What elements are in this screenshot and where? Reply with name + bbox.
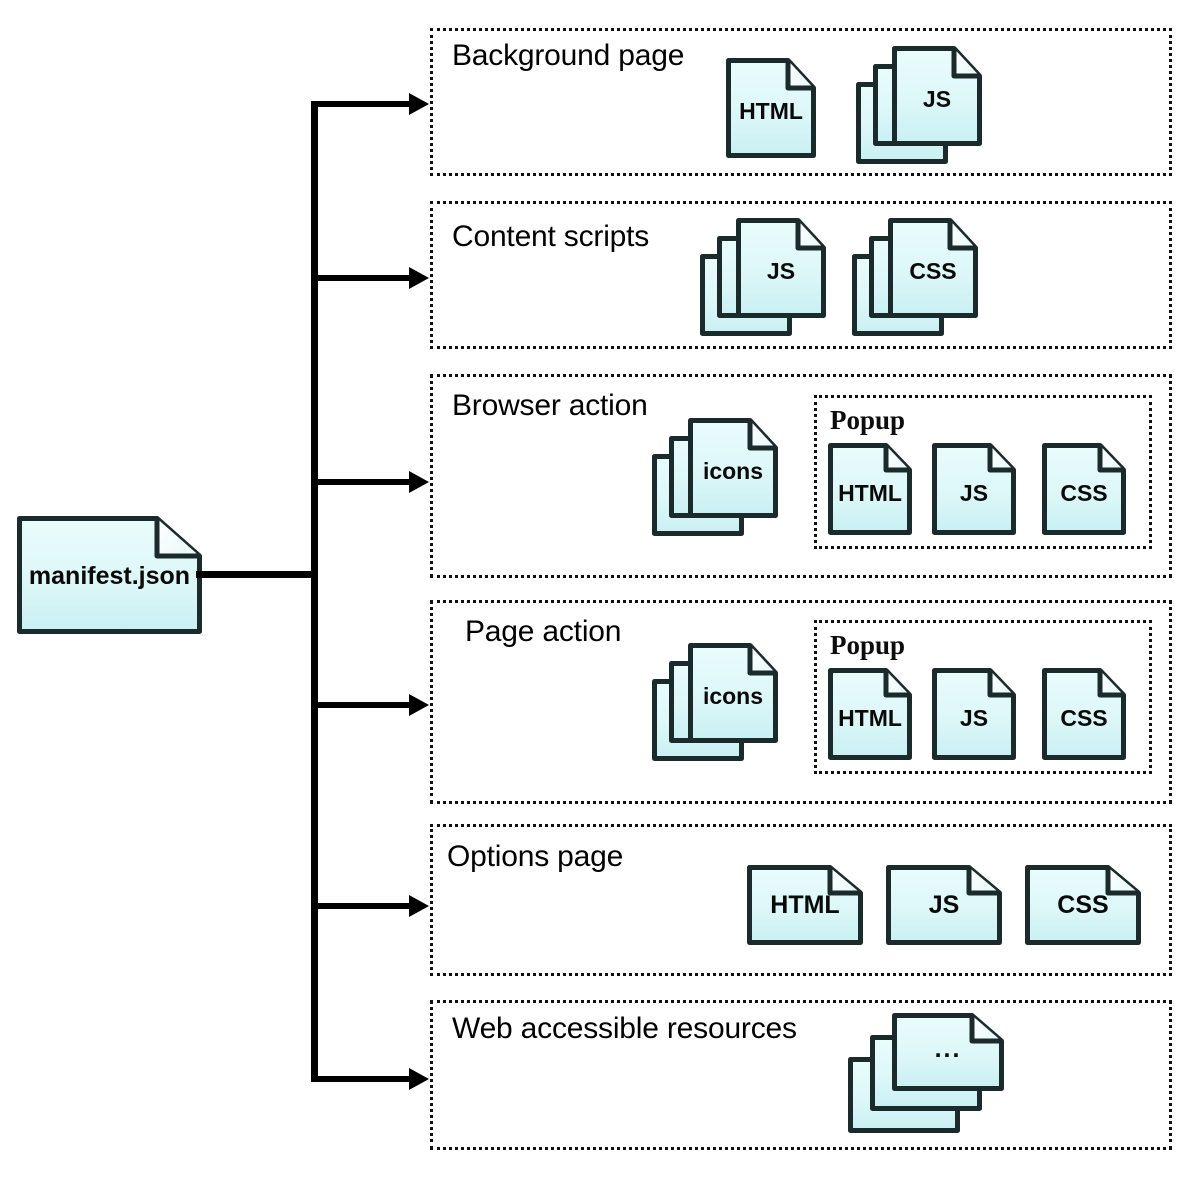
connector-branch-content-scripts (311, 275, 421, 281)
connector-branch-page-action (311, 702, 421, 708)
connector-branch-web-accessible-resources (311, 1076, 421, 1082)
connector-branch-options-page (311, 903, 421, 909)
connector-branch-browser-action (311, 479, 421, 485)
stack-sheet-front: icons (688, 643, 778, 743)
file-stack-css-content[interactable]: CSS (852, 218, 978, 336)
section-web-accessible-resources[interactable] (430, 1000, 1172, 1150)
manifest-json-node[interactable]: manifest.json (17, 516, 202, 634)
arrow-web-accessible-resources (409, 1068, 429, 1090)
file-icon-popup-html-page[interactable]: HTML (828, 668, 912, 760)
file-icon-popup-css-browser[interactable]: CSS (1042, 443, 1126, 535)
popup-box-page-action[interactable] (814, 620, 1152, 774)
stack-sheet-front: icons (688, 418, 778, 518)
arrow-browser-action (409, 471, 429, 493)
file-icon-popup-js-browser[interactable]: JS (932, 443, 1016, 535)
popup-box-browser-action[interactable] (814, 395, 1152, 549)
file-stack-icons-page[interactable]: icons (652, 643, 778, 761)
popup-title-page-action: Popup (830, 630, 906, 660)
file-stack-js[interactable]: JS (856, 46, 982, 164)
section-title-browser-action: Browser action (452, 389, 648, 422)
connector-branch-background-page (311, 101, 421, 107)
file-icon-popup-js-page[interactable]: JS (932, 668, 1016, 760)
popup-title-browser-action: Popup (830, 405, 906, 435)
connector-trunk (311, 101, 318, 1082)
section-title-background-page: Background page (452, 39, 685, 72)
file-icon-options-css[interactable]: CSS (1025, 865, 1141, 945)
file-icon-popup-html-browser[interactable]: HTML (828, 443, 912, 535)
section-title-options-page: Options page (447, 840, 624, 873)
section-title-web-accessible-resources: Web accessible resources (452, 1012, 797, 1045)
section-title-content-scripts: Content scripts (452, 220, 650, 253)
stack-sheet-front: JS (736, 218, 826, 318)
arrow-content-scripts (409, 267, 429, 289)
stack-sheet-front: CSS (888, 218, 978, 318)
arrow-options-page (409, 895, 429, 917)
arrow-page-action (409, 694, 429, 716)
file-stack-js-content[interactable]: JS (700, 218, 826, 336)
stack-sheet-front: ... (892, 1013, 1004, 1091)
file-stack-web-resources[interactable]: ... (848, 1013, 1004, 1133)
connector-root-stub (196, 571, 318, 578)
file-icon-html[interactable]: HTML (726, 58, 816, 158)
stack-sheet-front: JS (892, 46, 982, 146)
file-stack-icons-browser[interactable]: icons (652, 418, 778, 536)
file-icon-options-html[interactable]: HTML (747, 865, 863, 945)
file-icon-options-js[interactable]: JS (886, 865, 1002, 945)
arrow-background-page (409, 93, 429, 115)
file-icon-popup-css-page[interactable]: CSS (1042, 668, 1126, 760)
section-title-page-action: Page action (465, 615, 622, 648)
